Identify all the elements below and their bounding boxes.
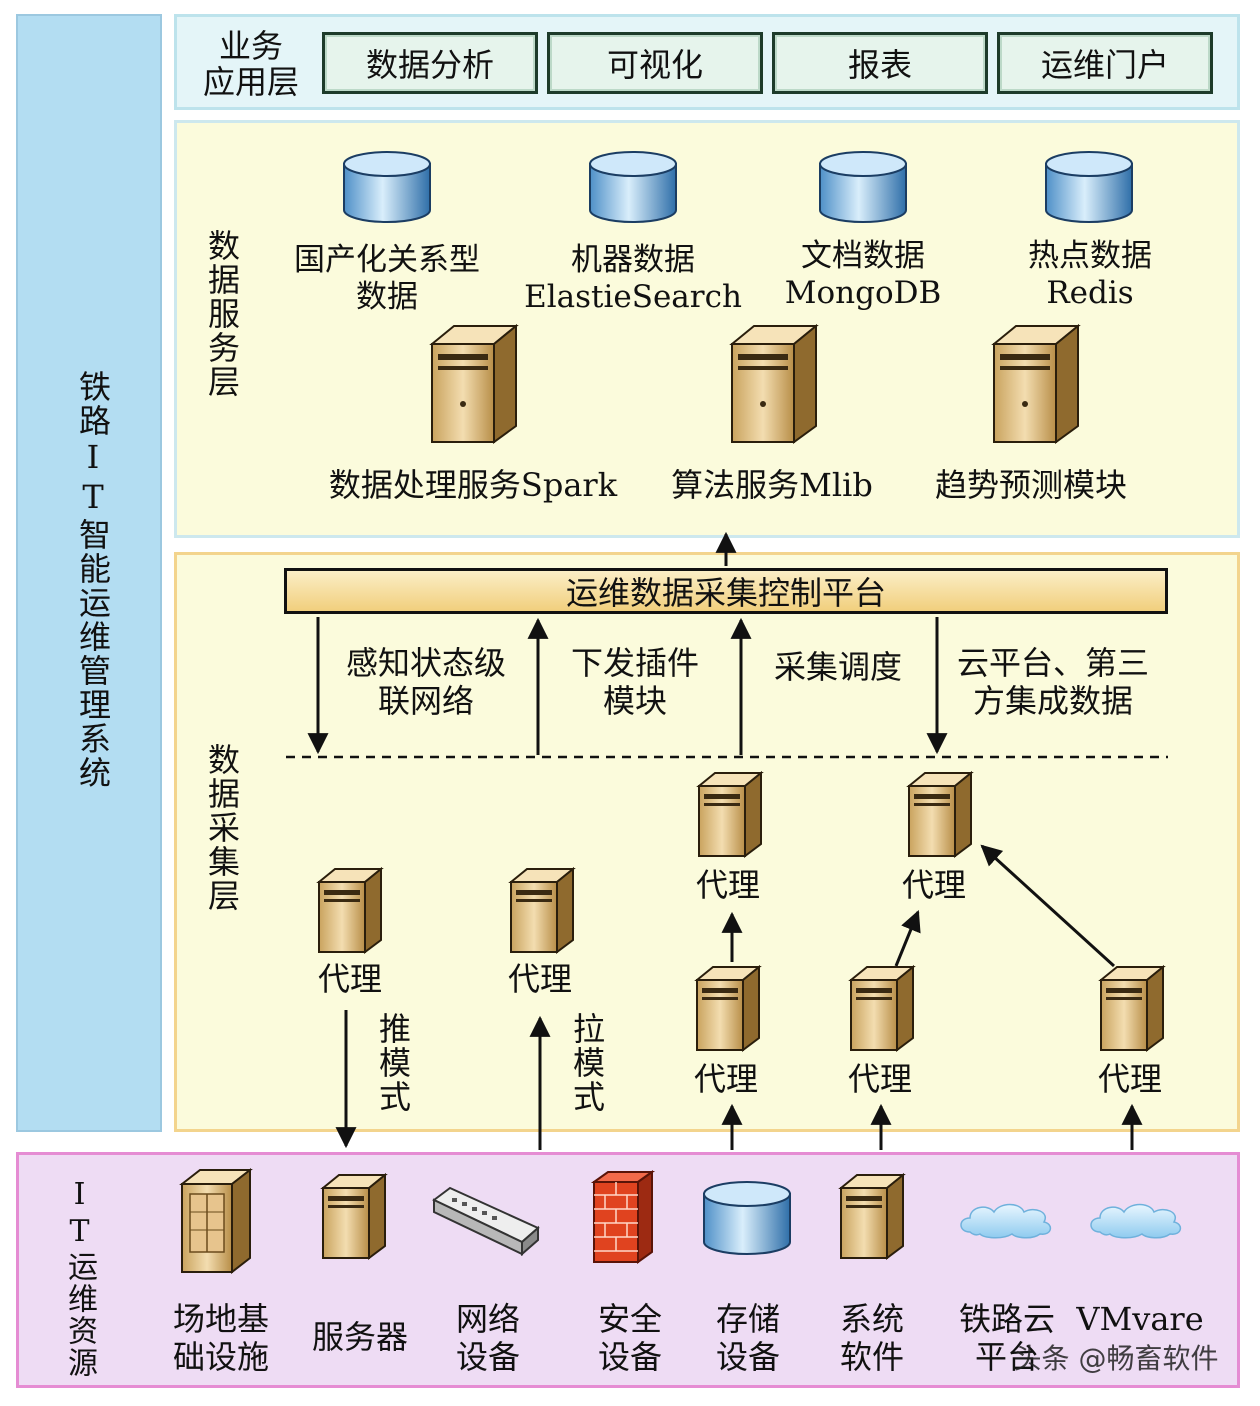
push-mode-label: 推模式	[374, 1012, 412, 1114]
server-icon	[838, 1172, 906, 1260]
db-label-redis: 热点数据 Redis	[1028, 238, 1152, 312]
app-label: 运维门户	[1040, 46, 1169, 84]
app-label: 报表	[847, 46, 912, 84]
app-data-analysis[interactable]: 数据分析	[322, 32, 538, 94]
agent-label: 代理	[317, 960, 382, 998]
resource-label-network: 网络 设备	[455, 1300, 520, 1377]
collection-control-platform[interactable]: 运维数据采集控制平台	[284, 568, 1168, 614]
agent-label: 代理	[1097, 1060, 1162, 1098]
app-label: 可视化	[606, 46, 703, 84]
resource-label-security: 安全 设备	[597, 1300, 662, 1377]
db-label-elasticsearch: 机器数据 ElastieSearch	[524, 242, 742, 316]
db-label-relational: 国产化关系型 数据	[294, 242, 480, 316]
agent-server-icon	[906, 770, 974, 858]
system-panel: 铁路IT智能运维管理系统	[16, 14, 162, 1132]
agent-server-icon	[694, 964, 762, 1052]
function-cloud-integration: 云平台、第三 方集成数据	[956, 644, 1149, 721]
data-service-layer-title: 数据服务层	[203, 229, 241, 399]
service-label-mlib: 算法服务Mlib	[671, 466, 873, 504]
platform-label: 运维数据采集控制平台	[565, 574, 886, 612]
server-icon	[729, 323, 819, 444]
pull-mode-label: 拉模式	[568, 1012, 606, 1114]
building-icon	[179, 1167, 253, 1274]
arrow-software-to-agent	[894, 910, 921, 967]
agent-server-icon	[1098, 964, 1166, 1052]
agent-server-icon	[316, 866, 384, 954]
resource-label-storage: 存储 设备	[715, 1300, 780, 1377]
cloud-icon	[960, 1203, 1052, 1239]
watermark: 头条 @畅畜软件	[1013, 1342, 1219, 1375]
database-icon	[819, 151, 907, 223]
business-layer-title: 业务 应用层	[202, 27, 299, 101]
agent-label: 代理	[507, 960, 572, 998]
app-visualization[interactable]: 可视化	[547, 32, 763, 94]
function-sensing-network: 感知状态级 联网络	[345, 644, 506, 721]
app-label: 数据分析	[365, 46, 494, 84]
resource-label-facility: 场地基 础设施	[172, 1300, 269, 1377]
cloud-icon	[1090, 1203, 1182, 1239]
firewall-icon	[590, 1170, 656, 1264]
resource-label-software: 系统 软件	[839, 1300, 904, 1377]
app-report[interactable]: 报表	[772, 32, 988, 94]
function-collection-scheduling: 采集调度	[773, 648, 902, 686]
server-icon	[429, 323, 519, 444]
service-label-spark: 数据处理服务Spark	[328, 466, 618, 504]
agent-server-icon	[508, 866, 576, 954]
function-plugin-module: 下发插件 模块	[570, 644, 699, 721]
it-resources-title: IT运维资源	[62, 1177, 97, 1379]
collection-layer-title: 数据采集层	[203, 743, 241, 913]
server-icon	[991, 323, 1081, 444]
agent-label: 代理	[847, 1060, 912, 1098]
resource-label-server: 服务器	[311, 1318, 408, 1356]
server-icon	[320, 1172, 388, 1260]
agent-label: 代理	[695, 866, 760, 904]
resource-label-rail-cloud: 铁路云 平台	[958, 1300, 1055, 1377]
service-label-trend: 趋势预测模块	[934, 466, 1127, 504]
db-label-mongodb: 文档数据 MongoDB	[784, 238, 942, 312]
switch-icon	[432, 1186, 540, 1256]
resource-label-vmware: VMvare	[1076, 1300, 1204, 1338]
storage-icon	[703, 1181, 791, 1255]
agent-server-icon	[848, 964, 916, 1052]
agent-label: 代理	[901, 866, 966, 904]
database-icon	[343, 151, 431, 223]
database-icon	[1045, 151, 1133, 223]
system-title: 铁路IT智能运维管理系统	[74, 370, 112, 790]
app-ops-portal[interactable]: 运维门户	[997, 32, 1213, 94]
database-icon	[589, 151, 677, 223]
arrow-vmware-to-agent	[980, 844, 1116, 968]
agent-server-icon	[696, 770, 764, 858]
agent-label: 代理	[693, 1060, 758, 1098]
